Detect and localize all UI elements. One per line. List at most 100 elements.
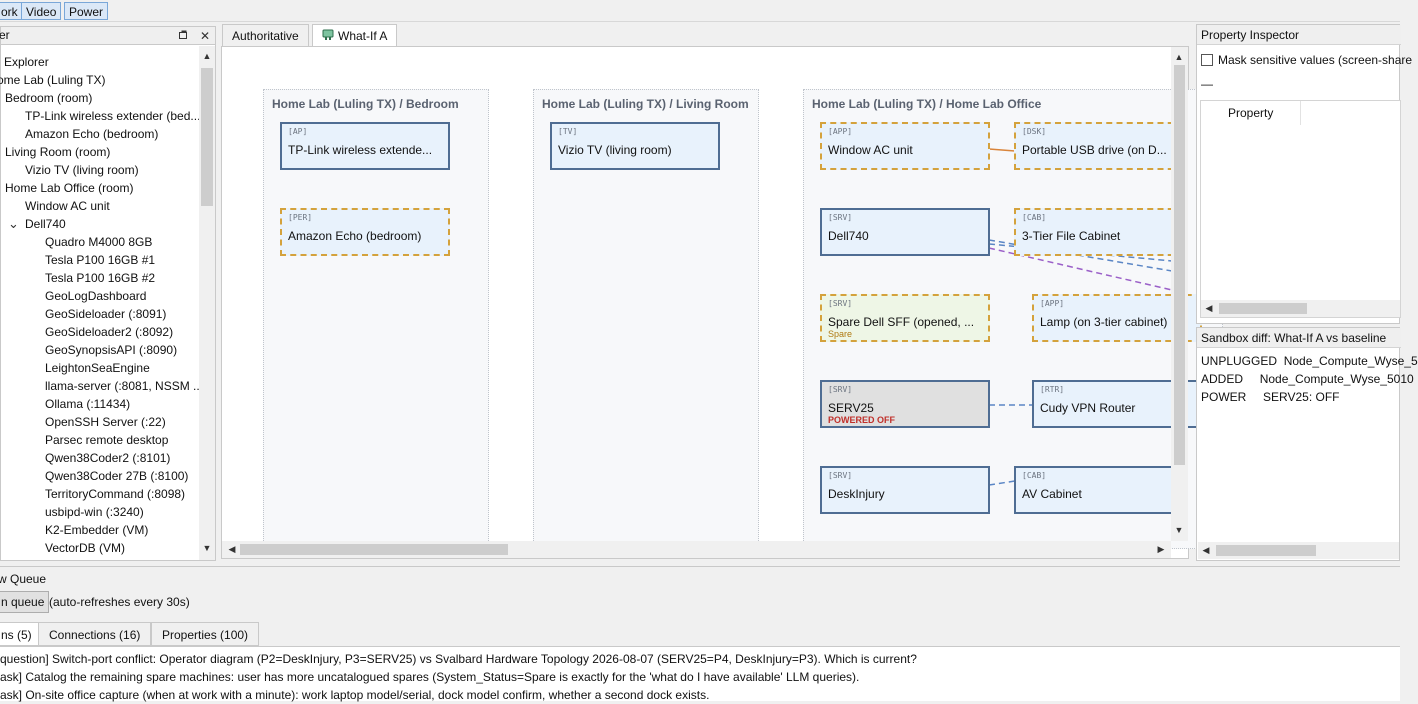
tree-item[interactable]: VectorDB (VM) [45,541,126,555]
chevron-down-icon[interactable]: ⌄ [8,216,19,231]
explorer-title: er [0,28,10,42]
tab-authoritative[interactable]: Authoritative [222,24,309,46]
tree-item[interactable]: GeoSideloader (:8091) [45,307,167,321]
tree-item[interactable]: Qwen38Coder 27B (:8100) [45,469,189,483]
tree-item[interactable]: TP-Link wireless extender (bed... [25,109,201,123]
sandbox-title: Sandbox diff: What-If A vs baseline [1197,328,1401,348]
diff-action: POWER [1201,390,1247,404]
tree-item[interactable]: LeightonSeaEngine [45,361,150,375]
node-3-tier-file-cabinet[interactable]: [CAB] 3-Tier File Cabinet [1014,208,1184,256]
diff-action: UNPLUGGED [1201,354,1278,368]
node-type-tag: [PER] [288,213,313,222]
node-label: Portable USB drive (on D... [1022,143,1167,157]
sandbox-hscroll[interactable]: ◀ [1198,542,1399,559]
tree-item[interactable]: llama-server (:8081, NSSM ... [45,379,204,393]
tree-item[interactable]: Explorer [4,55,49,69]
menu-network[interactable]: ork [0,2,23,20]
node-amazon-echo[interactable]: [PER] Amazon Echo (bedroom) [280,208,450,256]
canvas-vertical-scrollbar[interactable]: ▲ ▼ [1171,47,1188,541]
scroll-right-icon[interactable]: ▶ [1157,544,1165,554]
tree-item[interactable]: Quadro M4000 8GB [45,235,153,249]
node-deskinjury[interactable]: [SRV] DeskInjury [820,466,990,514]
diff-row[interactable]: UNPLUGGED Node_Compute_Wyse_5 [1201,352,1418,370]
explorer-tree: Explorer ome Lab (Luling TX) Bedroom (room… [0,52,203,560]
tree-item[interactable]: K2-Embedder (VM) [45,523,149,537]
diff-target: Node_Compute_Wyse_5010 [1259,372,1414,386]
tree-item[interactable]: Vizio TV (living room) [25,163,139,177]
tree-item[interactable]: GeoSynopsisAPI (:8090) [45,343,178,357]
sandbox-hscroll-thumb[interactable] [1216,545,1316,556]
inspector-hscroll-thumb[interactable] [1219,303,1307,314]
tree-item[interactable]: Parsec remote desktop [45,433,169,447]
mask-sensitive-checkbox[interactable] [1201,54,1213,66]
inspector-hscroll[interactable]: ◀ [1201,300,1400,317]
node-tp-link-extender[interactable]: [AP] TP-Link wireless extende... [280,122,450,170]
edge-ac-usb[interactable] [988,148,1016,152]
node-label: Spare Dell SFF (opened, ... [828,315,975,329]
explorer-scroll-thumb[interactable] [201,68,213,206]
sandbox-diff-panel: Sandbox diff: What-If A vs baseline UNPL… [1196,327,1418,561]
canvas-hscroll-thumb[interactable] [240,544,508,555]
tree-item[interactable]: GeoSideloader2 (:8092) [45,325,174,339]
node-av-cabinet[interactable]: [CAB] AV Cabinet [1014,466,1184,514]
tree-item[interactable]: Amazon Echo (bedroom) [25,127,159,141]
edge-deskinjury-av[interactable] [988,480,1016,486]
scroll-left-icon[interactable]: ◀ [1205,303,1213,313]
review-queue-panel: w Queue n queue (auto-refreshes every 30… [0,566,1400,702]
node-vizio-tv[interactable]: [TV] Vizio TV (living room) [550,122,720,170]
scroll-left-icon[interactable]: ◀ [228,544,236,554]
tree-item[interactable]: Bedroom (room) [5,91,93,105]
scroll-up-icon[interactable]: ▲ [1174,52,1184,62]
menu-power[interactable]: Power [64,2,109,20]
diagram-canvas[interactable]: Home Lab (Luling TX) / Bedroom Home Lab … [221,46,1223,559]
node-type-tag: [SRV] [828,213,853,222]
scroll-left-icon[interactable]: ◀ [1202,545,1210,555]
explorer-scrollbar[interactable]: ▲ ▼ [199,46,215,560]
scroll-down-icon[interactable]: ▼ [202,543,212,553]
queue-item[interactable]: ask] Catalog the remaining spare machine… [0,670,860,684]
tree-item[interactable]: Living Room (room) [5,145,111,159]
tree-item[interactable]: Dell740 [25,217,66,231]
tree-item[interactable]: Qwen38Coder2 (:8101) [45,451,171,465]
node-spare-dell-sff[interactable]: [SRV] Spare Dell SFF (opened, ... Spare [820,294,990,342]
node-label: AV Cabinet [1022,487,1082,501]
tab-questions[interactable]: ns (5) [0,622,43,646]
tree-item[interactable]: Ollama (:11434) [45,397,131,411]
node-serv25[interactable]: [SRV] SERV25 POWERED OFF [820,380,990,428]
node-label: TP-Link wireless extende... [288,143,433,157]
tab-properties[interactable]: Properties (100) [151,622,260,646]
tree-item[interactable]: Tesla P100 16GB #1 [45,253,156,267]
tree-item[interactable]: OpenSSH Server (:22) [45,415,166,429]
tree-item[interactable]: Window AC unit [25,199,110,213]
tree-item[interactable]: GeoLogDashboard [45,289,147,303]
node-dell740[interactable]: [SRV] Dell740 [820,208,990,256]
queue-item[interactable]: question] Switch-port conflict: Operator… [0,652,917,666]
property-column-header[interactable]: Property [1201,101,1301,125]
tree-item[interactable]: TerritoryCommand (:8098) [45,487,186,501]
diff-target: SERV25: OFF [1263,390,1340,404]
close-icon[interactable]: ✕ [199,29,211,43]
tab-authoritative-label: Authoritative [232,29,299,43]
node-portable-usb-drive[interactable]: [DSK] Portable USB drive (on D... [1014,122,1184,170]
scroll-up-icon[interactable]: ▲ [202,51,212,61]
property-grid[interactable]: Property ◀ [1200,100,1401,318]
refresh-queue-button[interactable]: n queue [0,591,50,613]
menu-video[interactable]: Video [21,2,62,20]
tree-item[interactable]: ome Lab (Luling TX) [0,73,106,87]
diff-row[interactable]: POWER SERV25: OFF [1201,388,1340,406]
tab-what-if-a[interactable]: What-If A [312,24,398,47]
pin-icon[interactable] [175,28,191,44]
tree-item[interactable]: usbipd-win (:3240) [45,505,144,519]
node-type-tag: [CAB] [1022,471,1047,480]
queue-item[interactable]: ask] On-site office capture (when at wor… [0,688,710,702]
canvas-horizontal-scrollbar[interactable]: ◀ ▶ [222,541,1171,558]
tab-connections[interactable]: Connections (16) [38,622,152,646]
diff-row[interactable]: ADDED Node_Compute_Wyse_5010 [1201,370,1414,388]
scroll-down-icon[interactable]: ▼ [1174,525,1184,535]
tree-item[interactable]: Home Lab Office (room) [5,181,134,195]
canvas-vscroll-thumb[interactable] [1174,65,1185,465]
node-type-tag: [APP] [828,127,853,136]
node-window-ac[interactable]: [APP] Window AC unit [820,122,990,170]
tree-item[interactable]: Tesla P100 16GB #2 [45,271,156,285]
node-type-tag: [AP] [288,127,308,136]
